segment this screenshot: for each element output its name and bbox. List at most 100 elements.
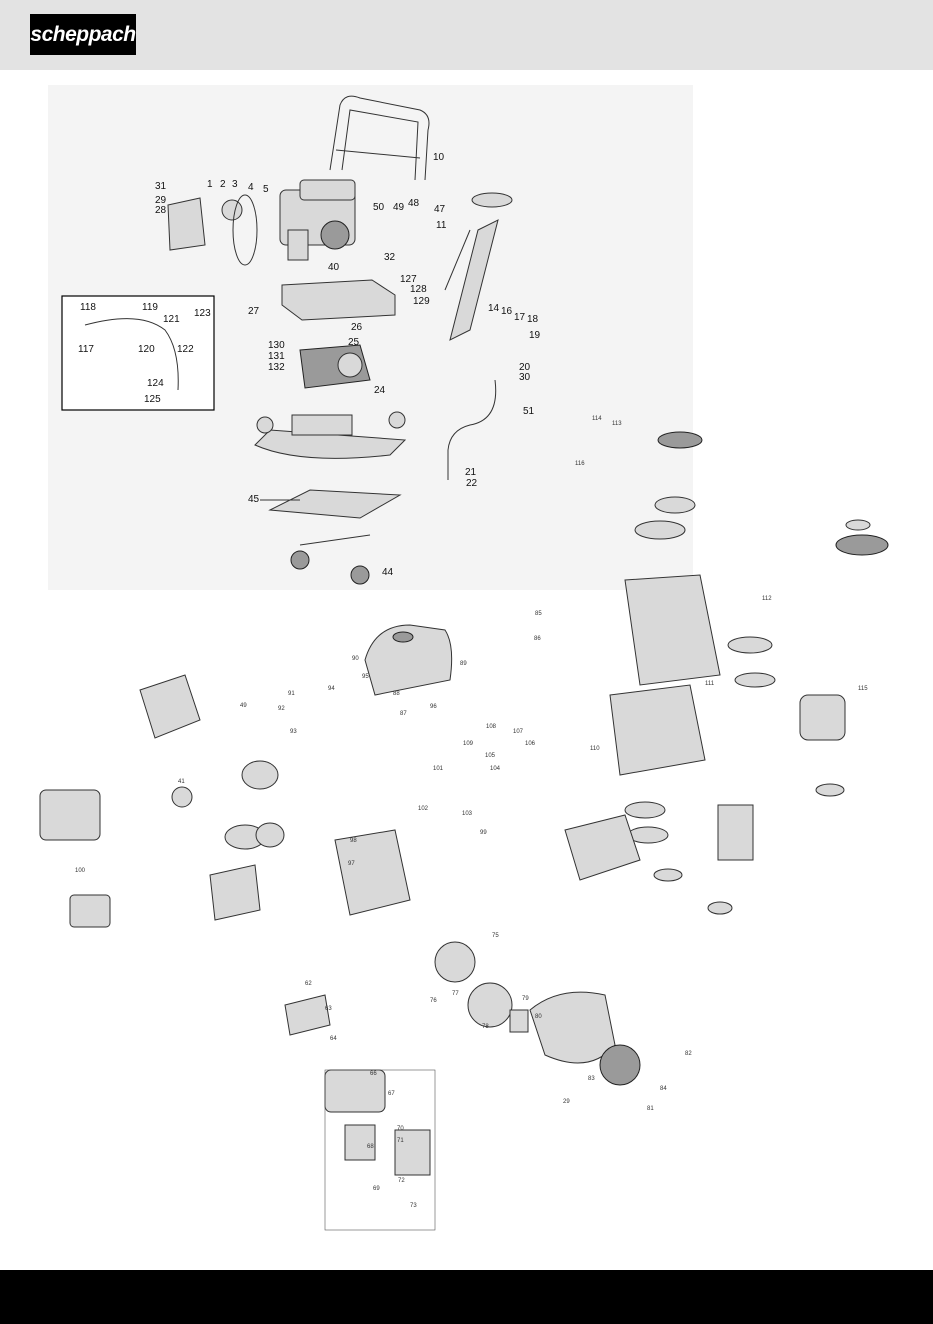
label-130: 130	[268, 340, 285, 351]
label-26: 26	[351, 322, 363, 333]
handle-arm	[444, 192, 513, 341]
label-e104: 104	[490, 766, 501, 772]
engine-part-labels: 29 41 49 62 63 64 66 67 68 69 70 71 72 7…	[75, 416, 868, 1209]
label-e98: 98	[350, 838, 357, 844]
label-e71: 71	[397, 1138, 404, 1144]
parts-diagram-svg: 1 2 3 4 5 10 11 14 16 17 18 19 20 21 22 …	[39, 85, 889, 1231]
label-117: 117	[78, 344, 94, 355]
exciter-unit	[299, 344, 371, 389]
water-hose	[84, 318, 179, 391]
label-16: 16	[501, 306, 513, 317]
label-e82: 82	[685, 1051, 692, 1057]
label-e110: 110	[590, 746, 600, 752]
label-118: 118	[80, 302, 96, 313]
exploded-parts-diagram: 1 2 3 4 5 10 11 14 16 17 18 19 20 21 22 …	[0, 70, 933, 1270]
label-e107: 107	[513, 729, 524, 735]
label-132: 132	[268, 362, 285, 373]
label-131: 131	[268, 351, 285, 362]
engine-top	[279, 179, 356, 261]
label-e94: 94	[328, 686, 335, 692]
rubber-mat	[260, 489, 402, 519]
label-e91: 91	[288, 691, 295, 697]
label-e85: 85	[535, 611, 542, 617]
label-e101: 101	[433, 766, 444, 772]
label-e66: 66	[370, 1071, 377, 1077]
label-11: 11	[436, 220, 447, 231]
belt-cover	[167, 194, 258, 266]
label-e111: 111	[705, 681, 715, 687]
label-e64: 64	[330, 1036, 337, 1042]
engine-exploded-parts	[39, 624, 641, 1231]
label-e49: 49	[240, 703, 247, 709]
label-47: 47	[434, 204, 446, 215]
page-footer	[0, 1270, 933, 1324]
label-e102: 102	[418, 806, 429, 812]
label-e115: 115	[858, 686, 868, 692]
label-30: 30	[519, 372, 531, 383]
label-e72: 72	[398, 1178, 405, 1184]
label-17: 17	[514, 312, 526, 323]
label-e29: 29	[563, 1099, 570, 1105]
label-31: 31	[155, 181, 167, 192]
label-e83: 83	[588, 1076, 595, 1082]
label-19: 19	[529, 330, 541, 341]
label-44: 44	[382, 567, 394, 578]
label-e69: 69	[373, 1186, 380, 1192]
label-e97: 97	[348, 861, 355, 867]
label-e70: 70	[397, 1126, 404, 1132]
handle-frame	[329, 95, 430, 181]
label-18: 18	[527, 314, 539, 325]
wheel-kit	[290, 534, 371, 585]
label-e96: 96	[430, 704, 437, 710]
label-e112: 112	[762, 596, 772, 602]
label-e81: 81	[647, 1106, 654, 1112]
label-10: 10	[433, 152, 445, 163]
label-e100: 100	[75, 868, 86, 874]
label-32: 32	[384, 252, 396, 263]
label-e88: 88	[393, 691, 400, 697]
label-e103: 103	[462, 811, 473, 817]
label-e77: 77	[452, 991, 459, 997]
label-e90: 90	[352, 656, 359, 662]
label-4: 4	[248, 182, 254, 193]
label-e75: 75	[492, 933, 499, 939]
label-5: 5	[263, 184, 269, 195]
engine-baseplate	[281, 279, 396, 321]
label-e80: 80	[535, 1014, 542, 1020]
label-48: 48	[408, 198, 420, 209]
label-e41: 41	[178, 779, 185, 785]
label-24: 24	[374, 385, 386, 396]
brand-name: scheppach	[30, 22, 136, 46]
label-e106: 106	[525, 741, 536, 747]
label-e78: 78	[482, 1024, 489, 1030]
gearbox-exploded-parts	[564, 431, 889, 915]
label-e89: 89	[460, 661, 467, 667]
label-e109: 109	[463, 741, 474, 747]
label-119: 119	[142, 302, 158, 313]
label-e84: 84	[660, 1086, 667, 1092]
label-49: 49	[393, 202, 405, 213]
label-124: 124	[147, 378, 164, 389]
label-e87: 87	[400, 711, 407, 717]
label-21: 21	[465, 467, 477, 478]
label-27: 27	[248, 306, 260, 317]
label-50: 50	[373, 202, 385, 213]
label-28: 28	[155, 205, 167, 216]
label-1: 1	[207, 179, 213, 190]
label-e95: 95	[362, 674, 369, 680]
label-e116: 116	[575, 461, 585, 467]
label-e114: 114	[592, 416, 602, 422]
label-120: 120	[138, 344, 155, 355]
label-3: 3	[232, 179, 238, 190]
label-e68: 68	[367, 1144, 374, 1150]
label-e86: 86	[534, 636, 541, 642]
label-128: 128	[410, 284, 427, 295]
label-e79: 79	[522, 996, 529, 1002]
throttle-cable	[447, 379, 497, 480]
label-e108: 108	[486, 724, 497, 730]
label-123: 123	[194, 308, 211, 319]
label-122: 122	[177, 344, 194, 355]
label-22: 22	[466, 478, 478, 489]
label-e62: 62	[305, 981, 312, 987]
label-29: 29	[155, 195, 167, 206]
